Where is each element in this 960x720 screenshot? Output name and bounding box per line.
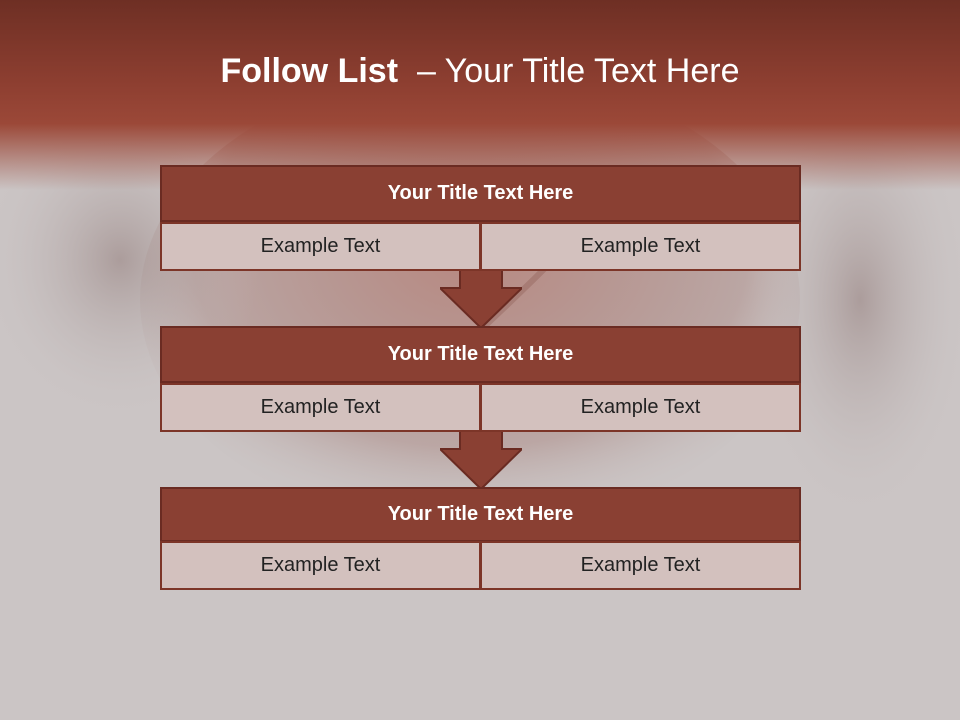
slide-title: Follow List – Your Title Text Here [0, 52, 960, 91]
step-cell-right: Example Text [480, 383, 801, 432]
step-title: Your Title Text Here [160, 487, 801, 542]
step-block: Your Title Text Here Example Text Exampl… [160, 326, 801, 432]
step-cell-right: Example Text [480, 541, 801, 590]
step-cell-left: Example Text [160, 222, 481, 271]
down-arrow-icon [440, 270, 522, 328]
step-title: Your Title Text Here [160, 165, 801, 222]
step-cell-right: Example Text [480, 222, 801, 271]
down-arrow-icon [440, 431, 522, 489]
slide-title-strong: Follow List [220, 52, 399, 90]
slide-title-rest: – Your Title Text Here [416, 52, 740, 90]
step-block: Your Title Text Here Example Text Exampl… [160, 165, 801, 271]
step-cell-left: Example Text [160, 383, 481, 432]
header-band [0, 0, 960, 190]
step-block: Your Title Text Here Example Text Exampl… [160, 487, 801, 593]
step-cell-left: Example Text [160, 541, 481, 590]
step-title: Your Title Text Here [160, 326, 801, 383]
